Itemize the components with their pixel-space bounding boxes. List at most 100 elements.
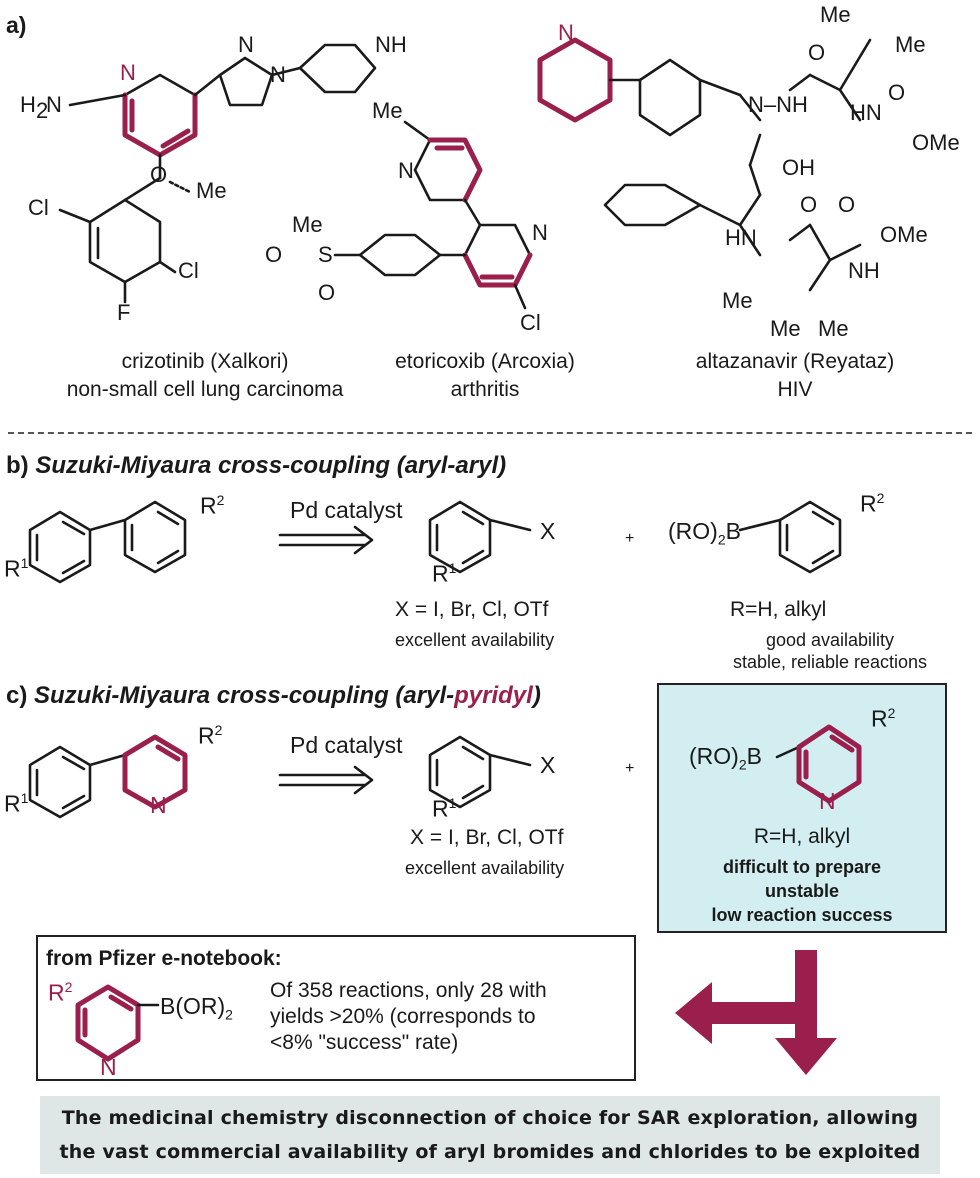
banner-line-2: the vast commercial availability of aryl…: [59, 1141, 921, 1163]
r2-label-c: R2: [198, 722, 223, 749]
halides-c: X = I, Br, Cl, OTf: [410, 826, 564, 849]
section-a-label: a): [6, 12, 27, 38]
svg-text:Cl: Cl: [178, 258, 199, 283]
pfizer-stat-2: yields >20% (corresponds to: [270, 1005, 536, 1028]
boronate-label-c: (RO)2B: [689, 743, 762, 773]
pfizer-title: from Pfizer e-notebook:: [46, 947, 282, 970]
r1-halide-c: R1: [432, 795, 457, 822]
svg-text:N: N: [238, 32, 254, 57]
boron-note1-b: good availability: [765, 630, 895, 650]
svg-text:Me: Me: [818, 316, 849, 341]
pyridyl-boronate-box: (RO)2B R2 N R=H, alkyl difficult to prep…: [657, 683, 947, 933]
svg-text:OH: OH: [782, 155, 815, 180]
pyridine-n-box: N: [819, 788, 836, 814]
svg-text:S: S: [318, 242, 333, 267]
pfizer-n: N: [100, 1054, 117, 1080]
svg-text:N: N: [558, 20, 574, 45]
svg-text:NH: NH: [375, 32, 407, 57]
pfizer-r2: R2: [48, 979, 73, 1006]
section-b-scheme: [28, 500, 842, 584]
svg-text:H: H: [20, 92, 36, 117]
svg-text:N: N: [270, 62, 286, 87]
biaryl-structure: [28, 500, 187, 584]
svg-text:Cl: Cl: [28, 195, 49, 220]
problem-2: unstable: [764, 881, 839, 901]
svg-text:O: O: [800, 192, 817, 217]
svg-text:HN: HN: [850, 100, 882, 125]
r1-label-c: R1: [4, 790, 29, 817]
r2-boronate-c: R2: [871, 705, 896, 732]
r1-label-b: R1: [4, 555, 29, 582]
svg-text:Me: Me: [895, 32, 926, 57]
r-def-c: R=H, alkyl: [753, 825, 851, 848]
aryl-boronate-structure: [738, 500, 842, 574]
svg-text:N: N: [120, 60, 136, 85]
pfizer-pyridyl-structure: [75, 984, 160, 1062]
svg-text:Me: Me: [770, 316, 801, 341]
svg-text:N: N: [46, 92, 62, 117]
svg-text:N–NH: N–NH: [748, 92, 808, 117]
svg-text:O: O: [265, 242, 282, 267]
pfizer-stat-1: Of 358 reactions, only 28 with: [270, 979, 547, 1002]
x-label-b: X: [540, 518, 556, 544]
svg-text:O: O: [838, 192, 855, 217]
r-def-b: R=H, alkyl: [730, 598, 827, 621]
svg-text:NH: NH: [848, 258, 880, 283]
etoricoxib-name: etoricoxib (Arcoxia): [395, 350, 575, 373]
pfizer-boronate: B(OR)2: [160, 993, 233, 1023]
pyridyl-boronate-structure: [775, 724, 862, 804]
pfizer-notebook-box: from Pfizer e-notebook: R2 N B(OR)2 Of 3…: [36, 935, 636, 1081]
pfizer-stat-3: <8% "success" rate): [270, 1031, 459, 1054]
section-c-scheme: [28, 734, 532, 819]
halides-b: X = I, Br, Cl, OTf: [395, 598, 549, 621]
r1-halide-b: R1: [432, 560, 457, 587]
altazanavir-name: altazanavir (Reyataz): [695, 350, 895, 373]
section-b-title: b) Suzuki-Miyaura cross-coupling (aryl-a…: [6, 452, 507, 479]
aryl-halide-structure-c: [428, 735, 532, 809]
r2-label-b: R2: [200, 492, 225, 519]
svg-text:Me: Me: [292, 212, 323, 237]
svg-text:F: F: [117, 300, 130, 325]
crizotinib-indication: non-small cell lung carcinoma: [66, 378, 344, 401]
svg-text:Me: Me: [372, 98, 403, 123]
problem-3: low reaction success: [711, 905, 893, 925]
section-divider: [8, 432, 972, 434]
svg-text:HN: HN: [725, 225, 757, 250]
svg-text:Me: Me: [820, 2, 851, 27]
crizotinib-name: crizotinib (Xalkori): [121, 350, 289, 373]
svg-text:N: N: [532, 220, 548, 245]
section-c-title: c) Suzuki-Miyaura cross-coupling (aryl-p…: [6, 682, 541, 709]
halides-note-c: excellent availability: [405, 858, 565, 878]
x-label-c: X: [540, 752, 556, 778]
svg-text:Cl: Cl: [520, 310, 541, 335]
svg-text:OMe: OMe: [912, 130, 960, 155]
r2-boronate-b: R2: [860, 490, 885, 517]
plus-sign-b: +: [625, 530, 635, 547]
plus-sign-c: +: [625, 760, 635, 777]
crizotinib-structure: [58, 43, 377, 304]
svg-text:Me: Me: [722, 288, 753, 313]
svg-text:2: 2: [36, 98, 48, 123]
boronate-label-b: (RO)2B: [668, 518, 741, 548]
banner-line-1: The medicinal chemistry disconnection of…: [61, 1107, 919, 1129]
pyridine-n-c: N: [150, 792, 167, 818]
altazanavir-structure: [537, 37, 872, 292]
svg-text:O: O: [318, 280, 335, 305]
altazanavir-indication: HIV: [777, 378, 813, 401]
svg-text:O: O: [808, 40, 825, 65]
catalyst-label-c: Pd catalyst: [290, 732, 403, 758]
halides-note-b: excellent availability: [395, 630, 555, 650]
aryl-halide-structure: [428, 500, 532, 574]
conclusion-banner: The medicinal chemistry disconnection of…: [40, 1096, 940, 1174]
catalyst-label-b: Pd catalyst: [290, 497, 403, 523]
boron-note2-b: stable, reliable reactions: [732, 652, 928, 672]
svg-text:O: O: [888, 80, 905, 105]
problem-1: difficult to prepare: [722, 857, 881, 877]
svg-text:N: N: [398, 158, 414, 183]
etoricoxib-indication: arthritis: [450, 378, 520, 401]
svg-text:O: O: [150, 162, 167, 187]
svg-text:OMe: OMe: [880, 222, 928, 247]
aryl-pyridine-structure: [28, 734, 188, 819]
